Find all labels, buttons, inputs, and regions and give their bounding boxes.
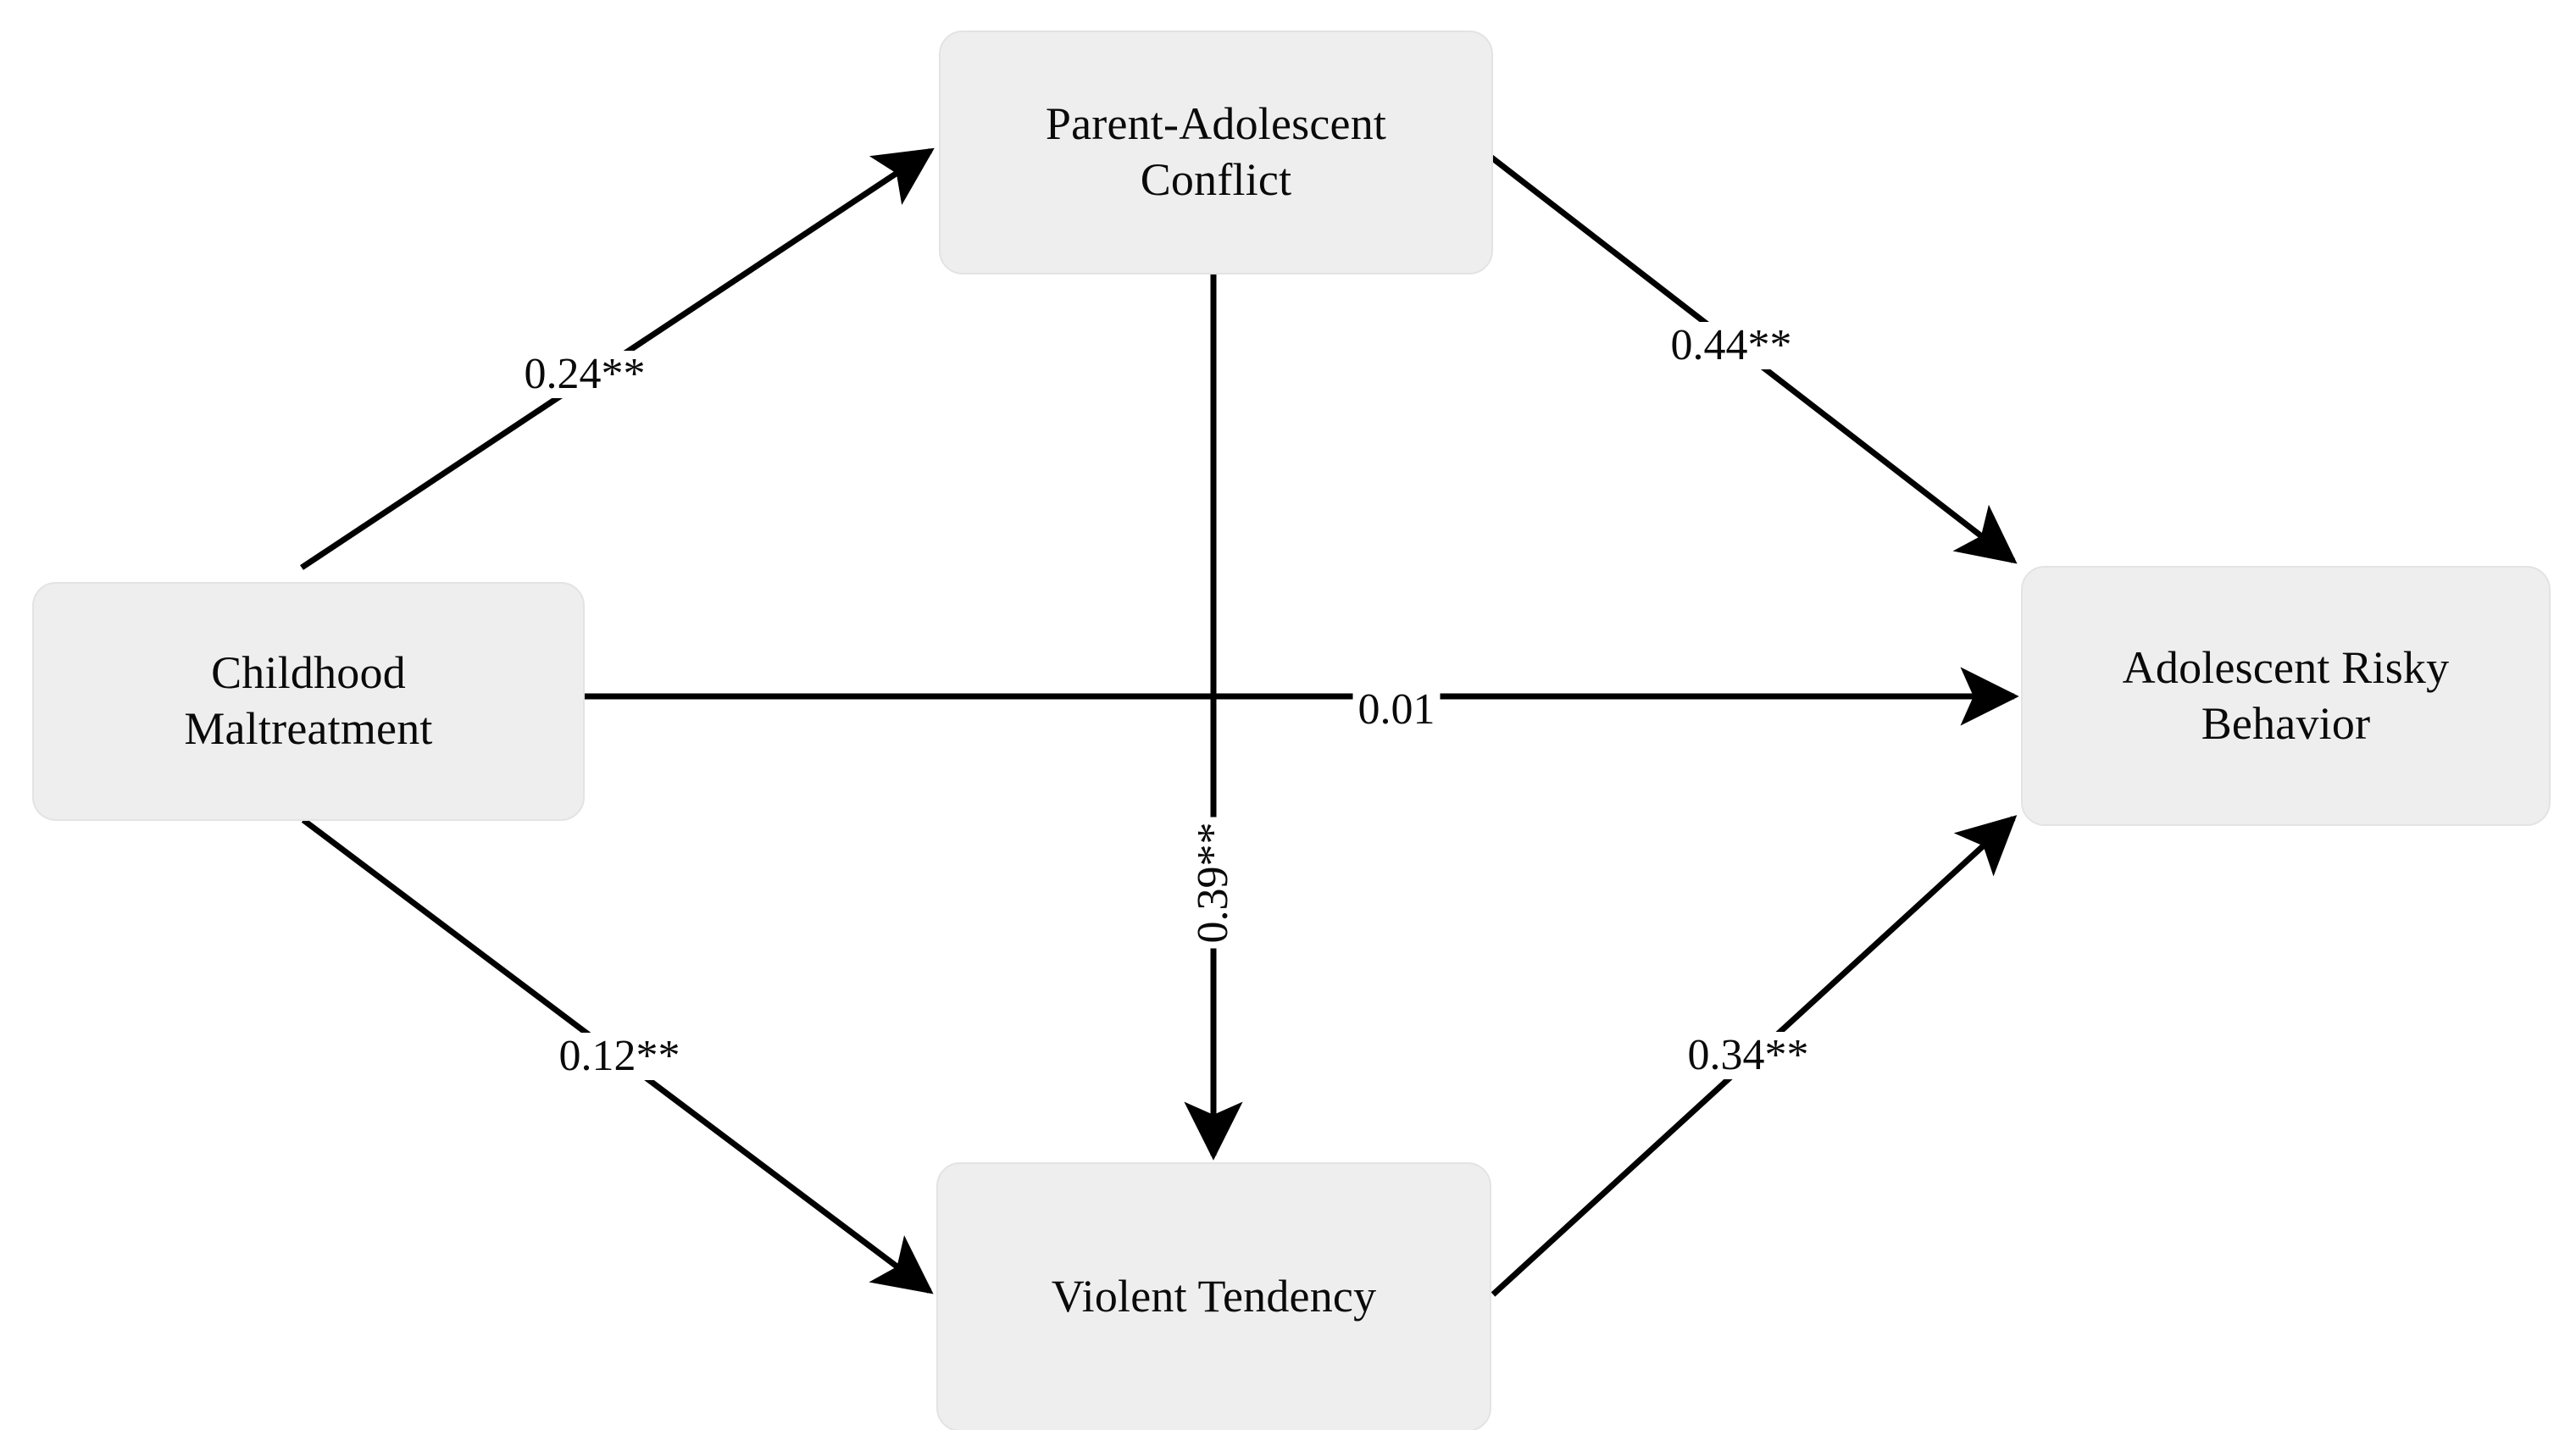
path-label-cm-to-pac: 0.24**: [519, 351, 651, 398]
node-label-parent-adolescent-conflict: Parent-Adolescent Conflict: [1045, 98, 1387, 205]
path-label-cm-to-vt: 0.12**: [553, 1033, 686, 1080]
path-label-pac-to-arb: 0.44**: [1665, 322, 1797, 369]
path-label-vt-to-arb: 0.34**: [1682, 1032, 1814, 1079]
node-adolescent-risky-behavior[interactable]: Adolescent Risky Behavior: [2021, 566, 2551, 826]
node-parent-adolescent-conflict[interactable]: Parent-Adolescent Conflict: [939, 30, 1493, 274]
node-violent-tendency[interactable]: Violent Tendency: [936, 1162, 1491, 1430]
node-label-childhood-maltreatment: Childhood Maltreatment: [184, 647, 433, 754]
node-label-adolescent-risky-behavior: Adolescent Risky Behavior: [2122, 641, 2450, 749]
node-label-violent-tendency: Violent Tendency: [1051, 1271, 1377, 1322]
path-label-pac-to-vt: 0.39**: [1189, 817, 1237, 949]
node-childhood-maltreatment[interactable]: Childhood Maltreatment: [32, 582, 585, 821]
path-label-cm-to-arb-direct: 0.01: [1352, 686, 1441, 734]
